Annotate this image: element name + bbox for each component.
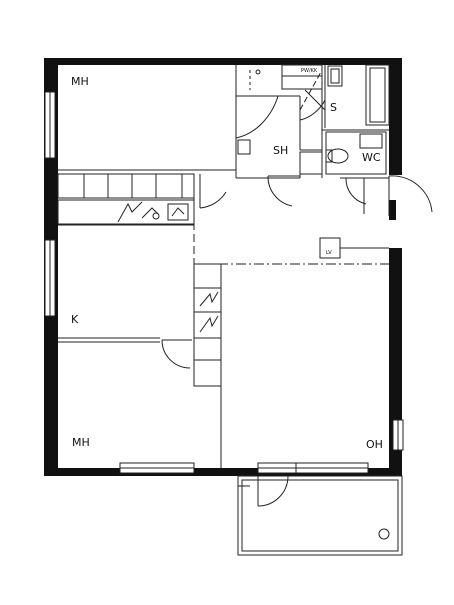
balcony	[237, 475, 403, 556]
room-label-wc: WC	[362, 151, 381, 164]
sauna-bench-label: PW/KK	[301, 68, 318, 74]
room-label-bedroom-top: MH	[71, 75, 89, 88]
room-label-bedroom-bottom: MH	[72, 436, 90, 449]
doors	[161, 174, 433, 507]
room-label-living-room: OH	[366, 438, 383, 451]
sauna-fixtures	[235, 64, 390, 155]
room-label-kitchen: K	[71, 313, 79, 326]
room-label-bathroom: SH	[273, 144, 289, 157]
kitchen-cabinets	[57, 173, 222, 387]
wc-fixtures	[299, 131, 387, 175]
windows	[44, 91, 404, 474]
exterior-walls	[44, 58, 402, 476]
interior-walls	[58, 65, 389, 468]
room-label-sauna: S	[330, 101, 337, 114]
boiler-label: LV	[326, 250, 332, 256]
